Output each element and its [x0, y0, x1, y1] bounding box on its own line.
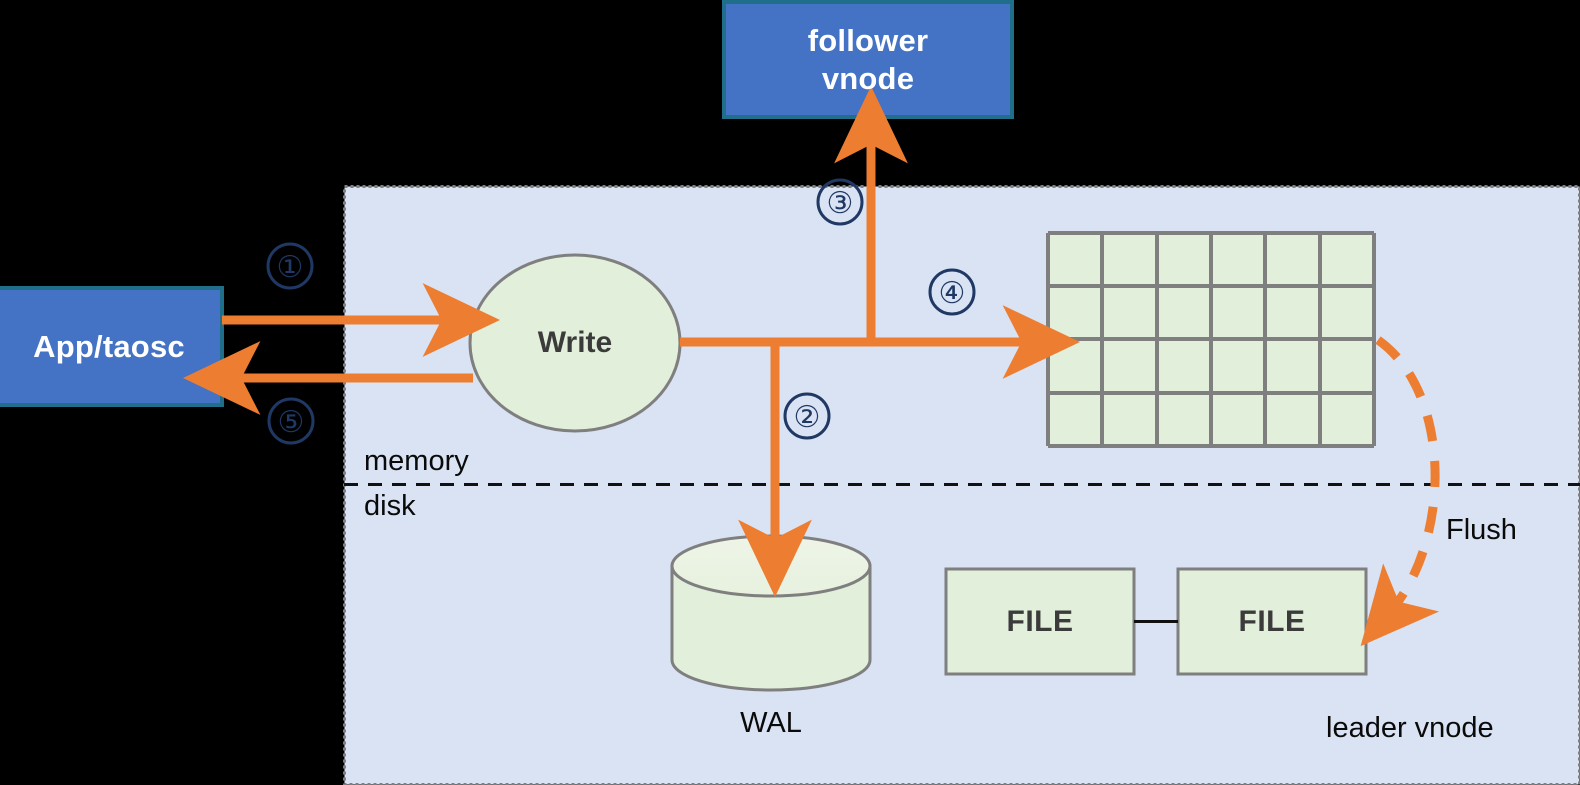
write-circle-shape [468, 253, 682, 433]
follower-vnode-box-shape [722, 0, 1014, 119]
memtable-grid [1046, 231, 1376, 448]
step-5-circle [267, 397, 315, 445]
wal-cylinder [670, 534, 872, 692]
step-2-circle [783, 392, 831, 440]
step-1-circle [266, 242, 314, 290]
app-taosc-box-shape [0, 286, 224, 407]
step-3-circle [816, 178, 864, 226]
file-box-left-shape [944, 567, 1136, 676]
step-4-circle [928, 268, 976, 316]
arrow-flush [1360, 336, 1440, 647]
file-box-right-shape [1176, 567, 1368, 676]
